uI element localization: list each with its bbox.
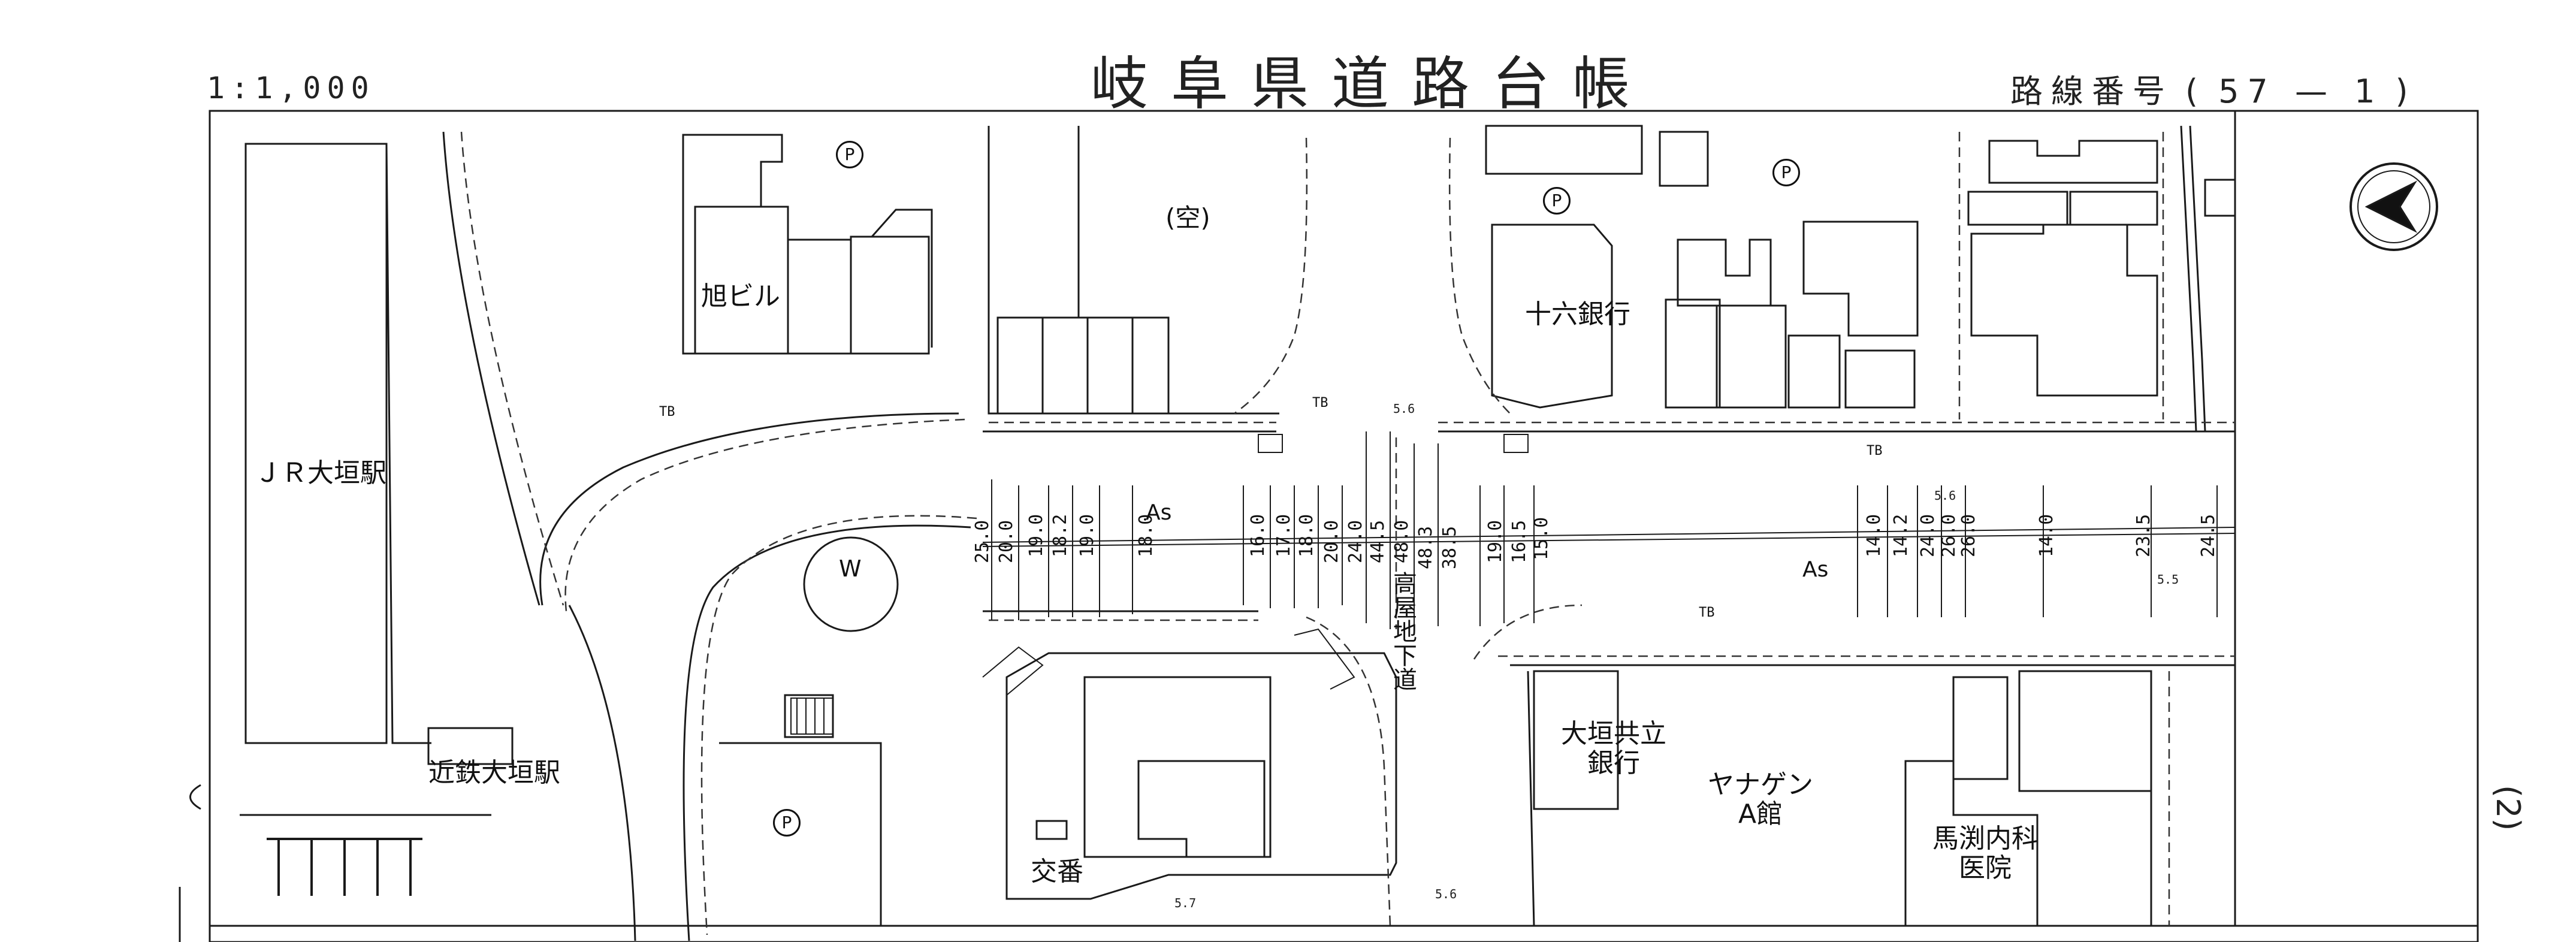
label-line: 大垣共立 xyxy=(1561,718,1666,749)
route-number: 路線番号 (57 — 1) xyxy=(2010,65,2417,112)
parking-mark: P xyxy=(1772,159,1800,186)
parking-mark: P xyxy=(836,141,863,168)
width-dimension: 18.2 xyxy=(1050,514,1071,557)
width-dimension: 16.0 xyxy=(1248,514,1269,557)
route-label: 路線番号 xyxy=(2010,73,2173,110)
spot-elevation: 5.6 xyxy=(1435,887,1457,901)
width-dimension: 48.0 xyxy=(1391,520,1412,563)
width-dimension: 38.5 xyxy=(1439,526,1460,569)
route-open-paren: ( xyxy=(2185,73,2207,110)
water-tank-symbol: W xyxy=(839,555,862,582)
width-dimension: 17.0 xyxy=(1273,514,1294,557)
label-underpass: 高屋地下道 xyxy=(1393,570,1417,694)
label-line: ヤナゲン xyxy=(1708,769,1813,800)
label-ogaki-kyoritsu-bank: 大垣共立 銀行 xyxy=(1561,719,1666,778)
label-yanagen: ヤナゲン A館 xyxy=(1708,770,1813,829)
spot-elevation: 5.7 xyxy=(1174,896,1197,910)
tb-label: TB xyxy=(1699,605,1715,620)
label-line: 医院 xyxy=(1959,853,2012,884)
width-dimension: 25.0 xyxy=(972,520,993,563)
tb-label: TB xyxy=(659,404,675,419)
width-dimension: 26.0 xyxy=(1958,514,1979,557)
surface-label: As xyxy=(1802,557,1829,582)
label-line: 馬渕内科 xyxy=(1932,823,2038,854)
width-dimension: 18.0 xyxy=(1296,514,1317,557)
width-dimension: 26.0 xyxy=(1938,514,1959,557)
width-dimension: 19.0 xyxy=(1026,514,1047,557)
label-asahi-building: 旭ビル xyxy=(701,281,780,312)
label-vacant-lot: (空) xyxy=(1165,203,1210,233)
width-dimension: 16.5 xyxy=(1509,520,1530,563)
width-dimension: 24.0 xyxy=(1345,520,1366,563)
surface-label: As xyxy=(1146,500,1172,525)
label-mabuchi-clinic: 馬渕内科 医院 xyxy=(1932,824,2038,883)
width-dimension: 19.0 xyxy=(1077,514,1098,557)
sheet-page-mark: (2) xyxy=(2487,785,2529,831)
width-dimension: 24.0 xyxy=(1917,514,1938,557)
label-koban: 交番 xyxy=(1031,856,1083,887)
north-arrow-icon xyxy=(2364,180,2418,233)
width-dimension: 20.0 xyxy=(996,520,1017,563)
width-dimension: 44.5 xyxy=(1367,520,1388,563)
route-close-paren: ) xyxy=(2395,73,2417,110)
label-jr-station: ＪＲ大垣駅 xyxy=(255,458,386,488)
tb-label: TB xyxy=(1867,443,1883,458)
label-line: 銀行 xyxy=(1587,748,1640,779)
width-dimension: 19.0 xyxy=(1485,520,1506,563)
map-title: 岐阜県道路台帳 xyxy=(1091,50,1653,117)
label-line: A館 xyxy=(1738,799,1783,830)
route-number-value: 57 — 1 xyxy=(2218,73,2384,110)
parking-mark: P xyxy=(1543,187,1571,215)
width-dimension: 14.0 xyxy=(1864,514,1885,557)
spot-elevation: 5.6 xyxy=(1393,401,1415,416)
map-frame xyxy=(209,110,2479,942)
scale-label: 1:1,000 xyxy=(207,71,375,105)
parking-mark: P xyxy=(773,809,801,837)
sheet-page-number: (2) xyxy=(2489,785,2527,831)
spot-elevation: 5.6 xyxy=(1934,488,1956,503)
width-dimension: 23.5 xyxy=(2133,514,2154,557)
tb-label: TB xyxy=(1312,395,1328,410)
label-juroku-bank: 十六銀行 xyxy=(1525,299,1630,330)
width-dimension: 24.5 xyxy=(2198,514,2219,557)
label-kintetsu-station: 近鉄大垣駅 xyxy=(428,757,560,788)
width-dimension: 20.0 xyxy=(1321,520,1342,563)
north-arrow-circle xyxy=(2349,162,2438,251)
width-dimension: 15.0 xyxy=(1531,517,1552,560)
width-dimension: 48.3 xyxy=(1415,526,1436,569)
spot-elevation: 5.5 xyxy=(2157,572,2179,587)
width-dimension: 18.0 xyxy=(1136,514,1156,557)
width-dimension: 14.2 xyxy=(1891,514,1911,557)
jr-station-building xyxy=(244,143,388,744)
width-dimension: 14.0 xyxy=(2036,514,2057,557)
